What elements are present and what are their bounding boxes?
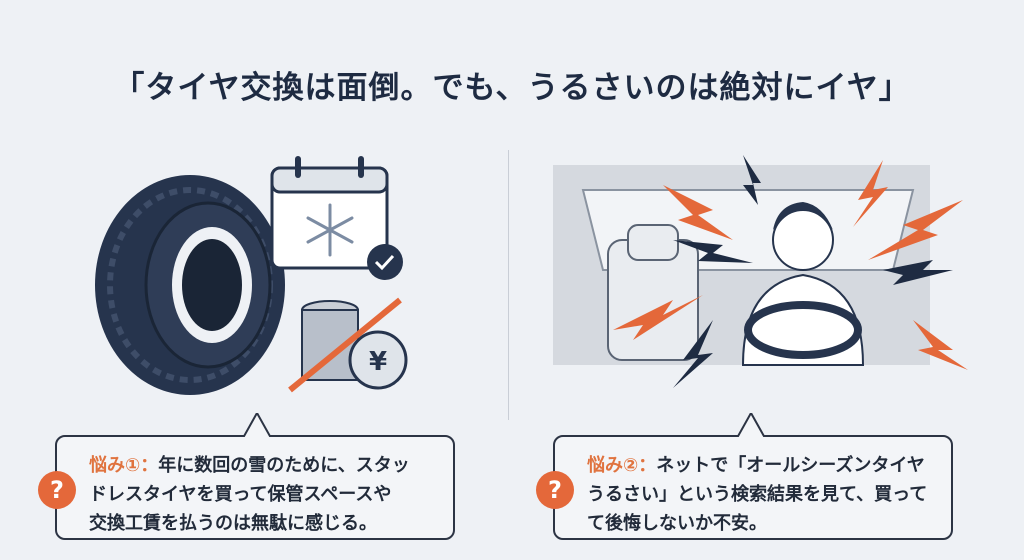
calendar-snowflake-icon (270, 156, 403, 280)
noise-lightning-icons (613, 155, 968, 388)
concern-label: 悩み①： (89, 455, 159, 476)
concern-text-line: 悩み①：年に数回の雪のために、スタッ (89, 451, 453, 480)
concern-2-callout: ? 悩み②：ネットで「オールシーズンタイヤ うるさい」という検索結果を見て、買っ… (536, 413, 953, 540)
concern-text: ネットで「オールシーズンタイヤ (656, 455, 925, 476)
noisy-car-illustration (553, 155, 968, 388)
callout-tail (737, 413, 765, 437)
tire-icon (95, 175, 285, 395)
concern-text-line: て後悔しないか不安。 (587, 513, 767, 534)
concern-text-line: ドレスタイヤを買って保管スペースや (89, 484, 392, 505)
yen-symbol: ¥ (369, 347, 387, 377)
concern-text: 年に数回の雪のために、スタッ (158, 455, 410, 476)
concern-label: 悩み②： (587, 455, 657, 476)
page-title: 「タイヤ交換は面倒。でも、うるさいのは絶対にイヤ」 (113, 70, 911, 106)
divider (508, 150, 509, 420)
question-icon: ? (38, 471, 76, 509)
question-icon: ? (536, 471, 574, 509)
tire-calendar-coins-illustration: ¥ (95, 156, 408, 395)
stressed-driver-icon (741, 202, 865, 366)
callout-tail (243, 413, 271, 437)
car-seat-icon (607, 224, 699, 361)
concern-text-line: 悩み②：ネットで「オールシーズンタイヤ (587, 451, 951, 480)
concern-text-line: うるさい」という検索結果を見て、買って (587, 484, 928, 505)
concern-text-line: 交換工賃を払うのは無駄に感じる。 (89, 513, 377, 534)
concern-1-callout: ? 悩み①：年に数回の雪のために、スタッ ドレスタイヤを買って保管スペースや 交… (38, 413, 455, 540)
yen-coins-icon: ¥ (288, 297, 408, 393)
